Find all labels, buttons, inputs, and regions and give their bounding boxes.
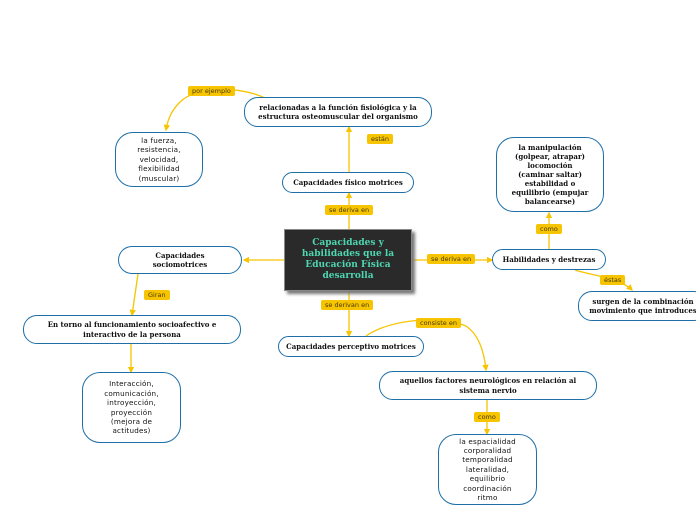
link-funcion-fuerza <box>163 88 266 132</box>
node-manipulacion[interactable]: la manipulación (golpear, atrapar) locom… <box>496 137 604 212</box>
node-funcionamiento[interactable]: En torno al funcionamiento socioafectivo… <box>23 315 241 344</box>
label-se-derivan-en: se derivan en <box>321 300 374 310</box>
node-espacialidad[interactable]: la espacialidad corporalidad temporalida… <box>438 434 537 505</box>
label-se-deriva-en-right: se deriva en <box>427 254 476 264</box>
label-se-deriva-en-top: se deriva en <box>325 205 374 215</box>
label-giran: Giran <box>144 290 170 300</box>
node-sociomotrices[interactable]: Capacidades sociomotrices <box>118 246 242 274</box>
node-funcion-fisiologica[interactable]: relacionadas a la función fisiológica y … <box>244 97 432 127</box>
node-combinacion[interactable]: surgen de la combinación movimiento que … <box>578 291 696 321</box>
label-estan: están <box>367 134 394 144</box>
central-topic[interactable]: Capacidades y habilidades que la Educaci… <box>284 229 412 291</box>
node-fisico-motrices[interactable]: Capacidades físico motrices <box>282 172 414 193</box>
label-consiste-en: consiste en <box>416 318 461 328</box>
label-como-right: como <box>536 224 562 234</box>
label-estas: éstas <box>600 275 626 285</box>
node-neurologicos[interactable]: aquellos factores neurológicos en relaci… <box>379 371 597 400</box>
node-destrezas[interactable]: Habilidades y destrezas <box>492 249 606 270</box>
node-fuerza[interactable]: la fuerza, resistencia, velocidad, flexi… <box>115 132 203 187</box>
node-perceptivo-motrices[interactable]: Capacidades perceptivo motrices <box>278 336 424 357</box>
link-socio-funcion <box>129 273 139 317</box>
node-interaccion[interactable]: Interacción, comunicación, introyección,… <box>82 372 181 443</box>
link-perceptivo-neuro <box>365 319 489 372</box>
label-por-ejemplo: por ejemplo <box>188 86 235 96</box>
label-como-bottom: como <box>474 412 500 422</box>
